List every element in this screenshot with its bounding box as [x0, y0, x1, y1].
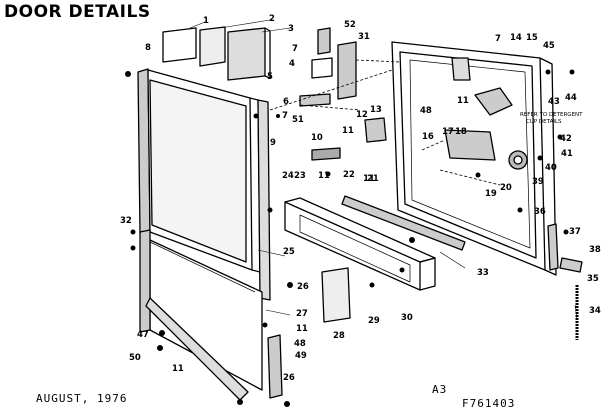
callout-label: 19 [485, 189, 497, 199]
bottom-trim [267, 334, 283, 399]
note-line-2: CUP DETAILS [526, 119, 562, 125]
callout-label: 4 [289, 59, 295, 69]
callout-label: 39 [532, 177, 544, 187]
callout-label: 43 [548, 97, 560, 107]
callout-label: 47 [137, 330, 149, 340]
callout-label: 7 [292, 44, 298, 54]
callout-label: 23 [294, 171, 306, 181]
callout-label: 49 [295, 351, 307, 361]
panel-part-1 [162, 27, 197, 63]
callout-label: 7 [495, 34, 501, 44]
callout-label: 42 [560, 134, 572, 144]
callout-label: 6 [283, 97, 289, 107]
callout-label: 31 [358, 32, 370, 42]
callout-label: 10 [311, 133, 323, 143]
callout-label: 26 [283, 373, 295, 383]
callout-label: 48 [420, 106, 432, 116]
callout-label: 52 [344, 20, 356, 30]
callout-label: 33 [477, 268, 489, 278]
callout-label: 29 [368, 316, 380, 326]
callout-label: 35 [587, 274, 599, 284]
side-channel [257, 99, 271, 301]
callout-label: 30 [401, 313, 413, 323]
panel-part-2 [199, 26, 226, 67]
panel-part-3 [227, 27, 266, 81]
callout-label: 48 [294, 339, 306, 349]
callout-label: 22 [343, 170, 355, 180]
callout-label: 28 [333, 331, 345, 341]
callout-label: 17 [442, 127, 454, 137]
callout-label: 38 [589, 245, 601, 255]
callout-label: 41 [561, 149, 573, 159]
callout-label: 16 [422, 132, 434, 142]
callout-label: 21 [367, 174, 379, 184]
callout-label: 44 [565, 93, 577, 103]
callout-label: 9 [270, 138, 276, 148]
callout-label: 11 [363, 174, 375, 184]
callout-label: 20 [500, 183, 512, 193]
callout-label: 25 [283, 247, 295, 257]
callout-label: 11 [172, 364, 184, 374]
callout-label: 2 [269, 14, 275, 24]
callout-label: 13 [370, 105, 382, 115]
callout-label: 37 [569, 227, 581, 237]
callout-label: 26 [297, 282, 309, 292]
callout-label: 36 [534, 207, 546, 217]
callout-label: 11 [457, 96, 469, 106]
callout-label: 27 [296, 309, 308, 319]
callout-label: 11 [342, 126, 354, 136]
callout-label: 11 [318, 171, 330, 181]
callout-label: 7 [282, 111, 288, 121]
callout-label: 45 [543, 41, 555, 51]
callout-label: 11 [296, 324, 308, 334]
callout-label: 12 [356, 110, 368, 120]
hinge-bracket [317, 27, 331, 55]
callout-label: 24 [282, 171, 294, 181]
callout-label: 5 [267, 72, 273, 82]
footer-sheet: A3 [432, 383, 448, 396]
callout-label: 18 [455, 127, 467, 137]
callout-label: 32 [120, 216, 132, 226]
callout-label: 1 [203, 16, 209, 26]
callout-label: 34 [589, 306, 601, 316]
control-panel [284, 201, 421, 291]
latch-bar [341, 195, 466, 251]
footer-part-number: F761403 [462, 397, 516, 410]
callout-label: 50 [129, 353, 141, 363]
callout-label: 40 [545, 163, 557, 173]
callout-label: 3 [288, 24, 294, 34]
callout-label: 14 [510, 33, 522, 43]
callout-label: 8 [145, 43, 151, 53]
selector-knob [321, 267, 351, 323]
footer-date: AUGUST, 1976 [36, 392, 128, 405]
page-title: DOOR DETAILS [4, 2, 151, 22]
callout-label: 15 [526, 33, 538, 43]
callout-label: 51 [292, 115, 304, 125]
note-line-1: REFER TO DETERGENT [520, 112, 583, 118]
